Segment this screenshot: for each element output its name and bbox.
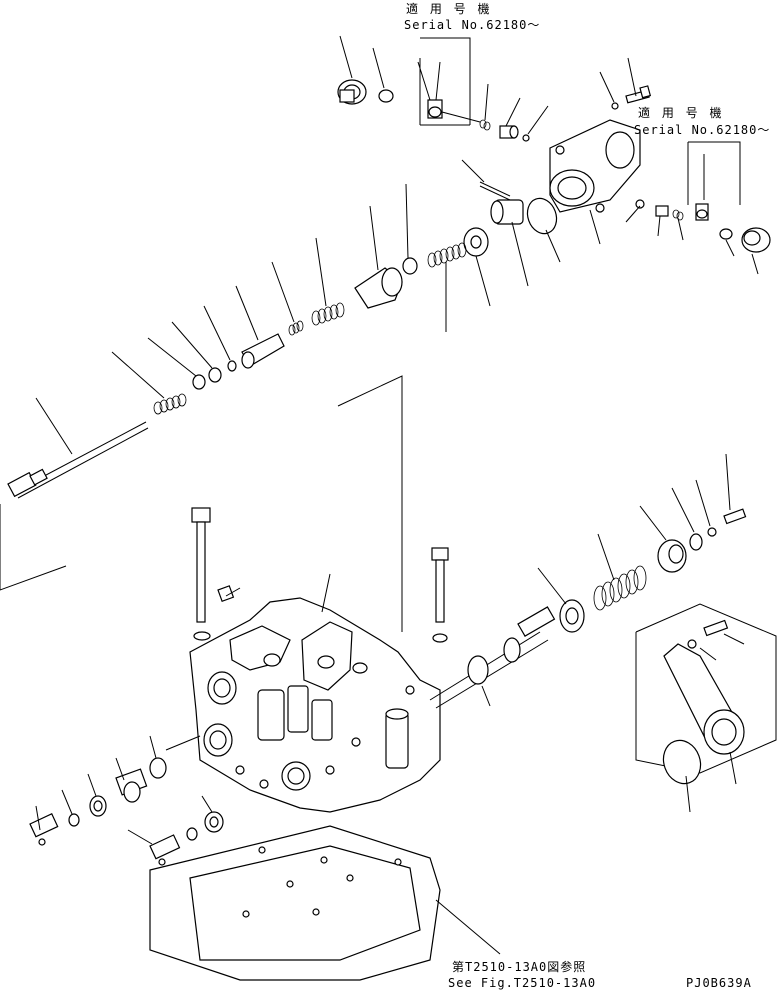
fitting-left xyxy=(29,813,59,846)
nut-left xyxy=(68,813,80,827)
spring-right xyxy=(593,565,647,611)
spring-mid xyxy=(311,302,345,326)
right-spool-assembly xyxy=(429,453,747,709)
bolt-long-right xyxy=(431,547,449,623)
long-spool-rod xyxy=(7,421,149,499)
left-fittings xyxy=(29,573,331,866)
snap-ring-mid xyxy=(227,360,237,372)
spring-small-right xyxy=(672,209,684,221)
o-ring-left xyxy=(149,757,167,779)
frame-lines xyxy=(0,375,403,632)
o-ring-top xyxy=(378,89,394,103)
o-ring-large-upper xyxy=(526,197,558,235)
spool-right xyxy=(429,606,556,709)
collar-upper xyxy=(402,257,418,275)
ball-top xyxy=(522,134,530,142)
spring-small-mid xyxy=(288,320,304,336)
collar-mid xyxy=(208,367,222,383)
main-valve-body xyxy=(189,507,449,813)
plug-cap-top xyxy=(337,79,367,105)
check-valve-top xyxy=(499,125,519,139)
spring-small-top xyxy=(479,119,491,131)
drawing-code: PJ0B639A xyxy=(686,976,752,990)
valve-housing-upper xyxy=(549,119,641,213)
washer-right xyxy=(432,633,448,643)
washer-top xyxy=(611,102,619,110)
o-ring-right xyxy=(719,228,733,240)
bolt-small xyxy=(217,585,235,603)
washer-right-spool xyxy=(689,533,703,551)
base-plate xyxy=(149,825,501,981)
cap-right xyxy=(657,539,687,573)
retainer-right xyxy=(559,599,585,633)
washer-left xyxy=(193,631,211,641)
cylinder-cup xyxy=(354,267,403,309)
elbow-fitting-right xyxy=(695,203,709,221)
pin-upper xyxy=(479,181,511,201)
collar-mid-2 xyxy=(192,374,206,390)
retainer-upper xyxy=(463,227,489,257)
figure-reference-en: See Fig.T2510-13A0 xyxy=(448,976,597,990)
collar-left xyxy=(89,795,107,817)
nut-lower-left xyxy=(186,827,198,841)
leader-lines-upper xyxy=(35,35,759,455)
applicable-machine-label-top: 適 用 号 機 xyxy=(406,2,494,16)
serial-number-label-top: Serial No.62180～ xyxy=(404,18,541,32)
applicable-machine-label-right: 適 用 号 機 xyxy=(638,106,726,120)
bolt-inset xyxy=(703,619,729,637)
upper-assembly xyxy=(7,79,771,499)
plunger-body xyxy=(241,333,285,369)
check-valve-right xyxy=(655,205,669,217)
inset-cover-plate xyxy=(635,603,777,813)
serial-number-label-right: Serial No.62180～ xyxy=(634,123,771,137)
serial-bracket-right xyxy=(687,141,741,205)
o-ring-inset xyxy=(662,739,702,785)
ball-right xyxy=(635,199,645,209)
spring-lower xyxy=(153,393,187,415)
spring-upper xyxy=(427,242,467,268)
figure-reference-jp: 第T2510-13A0図参照 xyxy=(452,960,587,974)
washer-inset xyxy=(687,639,697,649)
collar-lower-left xyxy=(204,811,224,833)
elbow-fitting-top xyxy=(427,99,443,119)
check-valve-left xyxy=(115,768,148,803)
seal-right-spool xyxy=(707,527,717,537)
fitting-lower-left xyxy=(149,834,181,866)
bolt-right-spool xyxy=(723,508,747,525)
bolt-long-left xyxy=(191,507,211,623)
bolt-top xyxy=(625,85,652,104)
plug-cap-right xyxy=(741,227,771,253)
sleeve-upper xyxy=(490,199,524,225)
